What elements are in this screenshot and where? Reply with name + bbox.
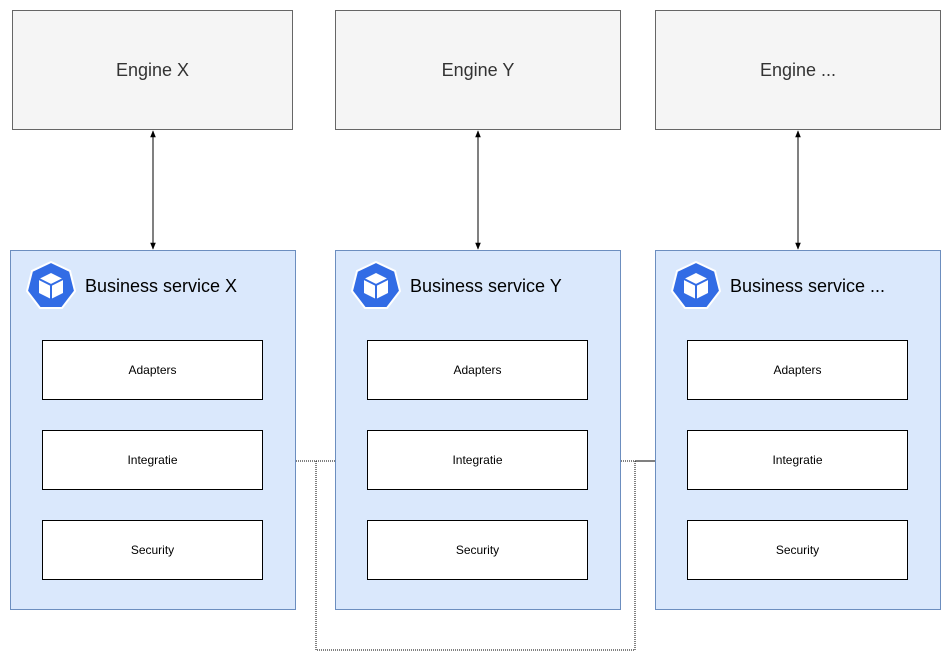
adapters-layer[interactable]: Adapters (367, 340, 588, 400)
kubernetes-cube-icon (25, 260, 77, 309)
engine-x-box[interactable]: Engine X (12, 10, 293, 130)
security-layer[interactable]: Security (367, 520, 588, 580)
adapters-layer[interactable]: Adapters (687, 340, 908, 400)
service-title: Business service Y (410, 275, 562, 296)
business-service-x-container[interactable]: Business service X Adapters Integratie S… (10, 250, 296, 610)
engine-y-box[interactable]: Engine Y (335, 10, 621, 130)
service-title: Business service X (85, 275, 238, 296)
business-service-y-container[interactable]: Business service Y Adapters Integratie S… (335, 250, 621, 610)
integratie-layer[interactable]: Integratie (687, 430, 908, 490)
kubernetes-cube-icon (350, 260, 402, 309)
service-header: Business service X (25, 260, 238, 311)
security-layer[interactable]: Security (687, 520, 908, 580)
security-layer[interactable]: Security (42, 520, 263, 580)
business-service-etc-container[interactable]: Business service ... Adapters Integratie… (655, 250, 941, 610)
integratie-x-etc-connector (263, 458, 688, 651)
service-title: Business service ... (730, 275, 886, 296)
integratie-layer[interactable]: Integratie (42, 430, 263, 490)
engine-etc-box[interactable]: Engine ... (655, 10, 941, 130)
service-header: Business service Y (350, 260, 562, 311)
adapters-layer[interactable]: Adapters (42, 340, 263, 400)
integratie-layer[interactable]: Integratie (367, 430, 588, 490)
service-header: Business service ... (670, 260, 886, 311)
kubernetes-cube-icon (670, 260, 722, 309)
